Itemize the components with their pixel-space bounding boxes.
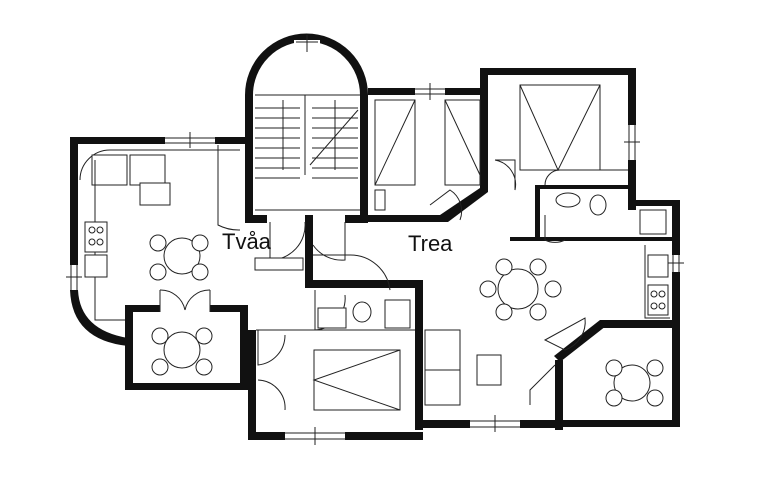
dining-table-right — [479, 258, 562, 321]
dining-table-left — [149, 234, 209, 281]
unit-label-tvaa: Tvåa — [222, 229, 271, 254]
dining-tables — [149, 234, 664, 407]
unit-label-trea: Trea — [408, 231, 453, 256]
stairs — [255, 94, 360, 211]
dining-table-balcony-left — [151, 327, 213, 376]
windows — [66, 35, 684, 445]
dining-table-balcony-right — [605, 359, 664, 407]
furniture — [79, 84, 670, 411]
walls — [70, 33, 680, 440]
